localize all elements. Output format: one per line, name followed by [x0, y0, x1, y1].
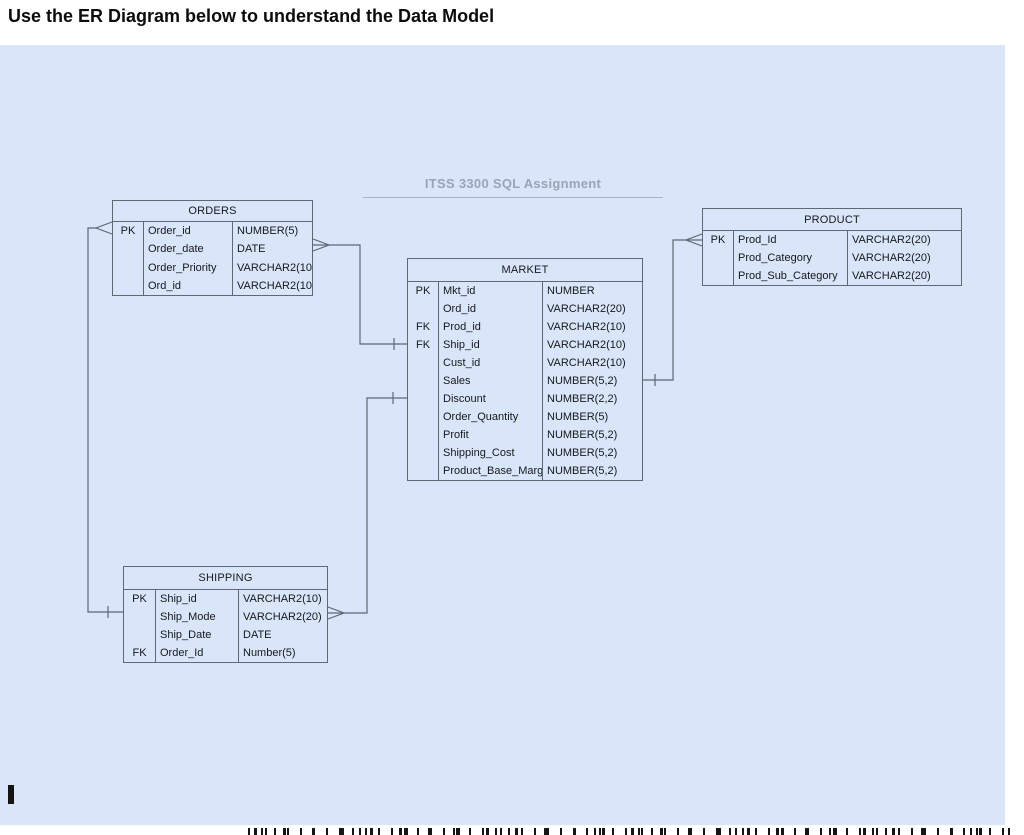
attribute-type: NUMBER(5,2)	[547, 429, 618, 441]
attribute-type: DATE	[243, 629, 272, 641]
type-column: NUMBER(5) DATE VARCHAR2(10) VARCHAR2(10)	[233, 222, 312, 295]
attribute-type: DATE	[237, 243, 266, 256]
attribute-name: Profit	[443, 429, 469, 441]
attribute-key	[408, 354, 438, 372]
attribute-type: VARCHAR2(20)	[852, 270, 931, 282]
attribute-name: Product_Base_Margin	[443, 465, 542, 477]
attribute-name: Ship_Date	[160, 629, 212, 641]
attribute-key	[408, 426, 438, 444]
attribute-name: Ship_id	[160, 593, 197, 605]
attribute-type: VARCHAR2(20)	[852, 252, 931, 264]
attribute-name: Order_Id	[160, 647, 204, 659]
attribute-type: NUMBER(5,2)	[547, 447, 618, 459]
attribute-key	[408, 408, 438, 426]
entity-title: SHIPPING	[124, 567, 327, 590]
entity-title: ORDERS	[113, 201, 312, 222]
attribute-name: Cust_id	[443, 357, 481, 369]
attribute-name: Discount	[443, 393, 486, 405]
attribute-name: Sales	[443, 375, 471, 387]
attribute-name: Prod_Sub_Category	[738, 270, 838, 282]
attribute-key	[113, 240, 143, 258]
attribute-key: FK	[132, 647, 147, 659]
attribute-key	[408, 300, 438, 318]
attribute-key: FK	[415, 339, 431, 351]
attribute-type: VARCHAR2(10)	[243, 593, 322, 605]
attribute-key: PK	[120, 225, 136, 237]
attribute-key	[703, 267, 733, 285]
entity-title: PRODUCT	[703, 209, 961, 231]
attribute-type: NUMBER(5,2)	[547, 465, 618, 477]
attribute-type: VARCHAR2(20)	[243, 611, 322, 623]
attribute-key	[408, 444, 438, 462]
attribute-type: NUMBER	[547, 285, 595, 297]
clipped-text-fragment	[248, 828, 1010, 835]
diagram-title: ITSS 3300 SQL Assignment	[363, 176, 663, 198]
key-column: PK FK	[124, 590, 156, 662]
attribute-name: Ship_Mode	[160, 611, 216, 623]
attribute-name: Ord_id	[148, 279, 182, 292]
attribute-name: Order_Priority	[148, 261, 217, 274]
key-column: PK FK FK	[408, 282, 439, 480]
attribute-key	[408, 390, 438, 408]
attribute-key	[113, 277, 143, 295]
attribute-type: VARCHAR2(10)	[547, 357, 626, 369]
attribute-name: Prod_id	[443, 321, 481, 333]
er-diagram-canvas: ITSS 3300 SQL Assignment ORDERS PK Order_i…	[0, 45, 1005, 825]
attribute-key	[408, 462, 438, 480]
entity-title: MARKET	[408, 259, 642, 282]
attribute-type: VARCHAR2(10)	[237, 261, 312, 274]
key-column: PK	[113, 222, 144, 296]
type-column: NUMBER VARCHAR2(20) VARCHAR2(10) VARCHAR2(1…	[543, 282, 642, 480]
attribute-type: Number(5)	[243, 647, 296, 659]
attribute-name: Prod_Id	[738, 234, 777, 246]
type-column: VARCHAR2(10) VARCHAR2(20) DATE Number(5)	[239, 590, 327, 662]
attribute-key: PK	[710, 234, 726, 246]
attribute-key	[124, 608, 155, 626]
attribute-type: NUMBER(5)	[547, 411, 609, 423]
key-column: PK	[703, 231, 734, 285]
attribute-key: PK	[132, 593, 147, 605]
type-column: VARCHAR2(20) VARCHAR2(20) VARCHAR2(20)	[848, 231, 961, 285]
attribute-name: Order_date	[148, 243, 204, 256]
attribute-type: VARCHAR2(20)	[547, 303, 626, 315]
text-cursor-block	[8, 785, 14, 804]
attribute-key: FK	[415, 321, 431, 333]
attribute-type: VARCHAR2(20)	[852, 234, 931, 246]
attribute-name: Prod_Category	[738, 252, 812, 264]
attribute-type: NUMBER(2,2)	[547, 393, 618, 405]
attribute-type: VARCHAR2(10)	[547, 339, 626, 351]
attribute-name: Order_id	[148, 225, 191, 237]
attribute-key	[408, 372, 438, 390]
attribute-key	[703, 249, 733, 267]
attribute-key	[124, 626, 155, 644]
attribute-type: NUMBER(5)	[237, 225, 299, 237]
attribute-type: VARCHAR2(10)	[237, 279, 312, 292]
attribute-name: Ord_id	[443, 303, 477, 315]
attribute-type: VARCHAR2(10)	[547, 321, 626, 333]
attribute-type: NUMBER(5,2)	[547, 375, 618, 387]
attribute-name: Order_Quantity	[443, 411, 519, 423]
attribute-name: Mkt_id	[443, 285, 476, 297]
attribute-key	[113, 259, 143, 277]
attribute-name: Shipping_Cost	[443, 447, 515, 459]
page-heading: Use the ER Diagram below to understand t…	[8, 6, 495, 26]
attribute-key: PK	[415, 285, 431, 297]
attribute-name: Ship_id	[443, 339, 480, 351]
